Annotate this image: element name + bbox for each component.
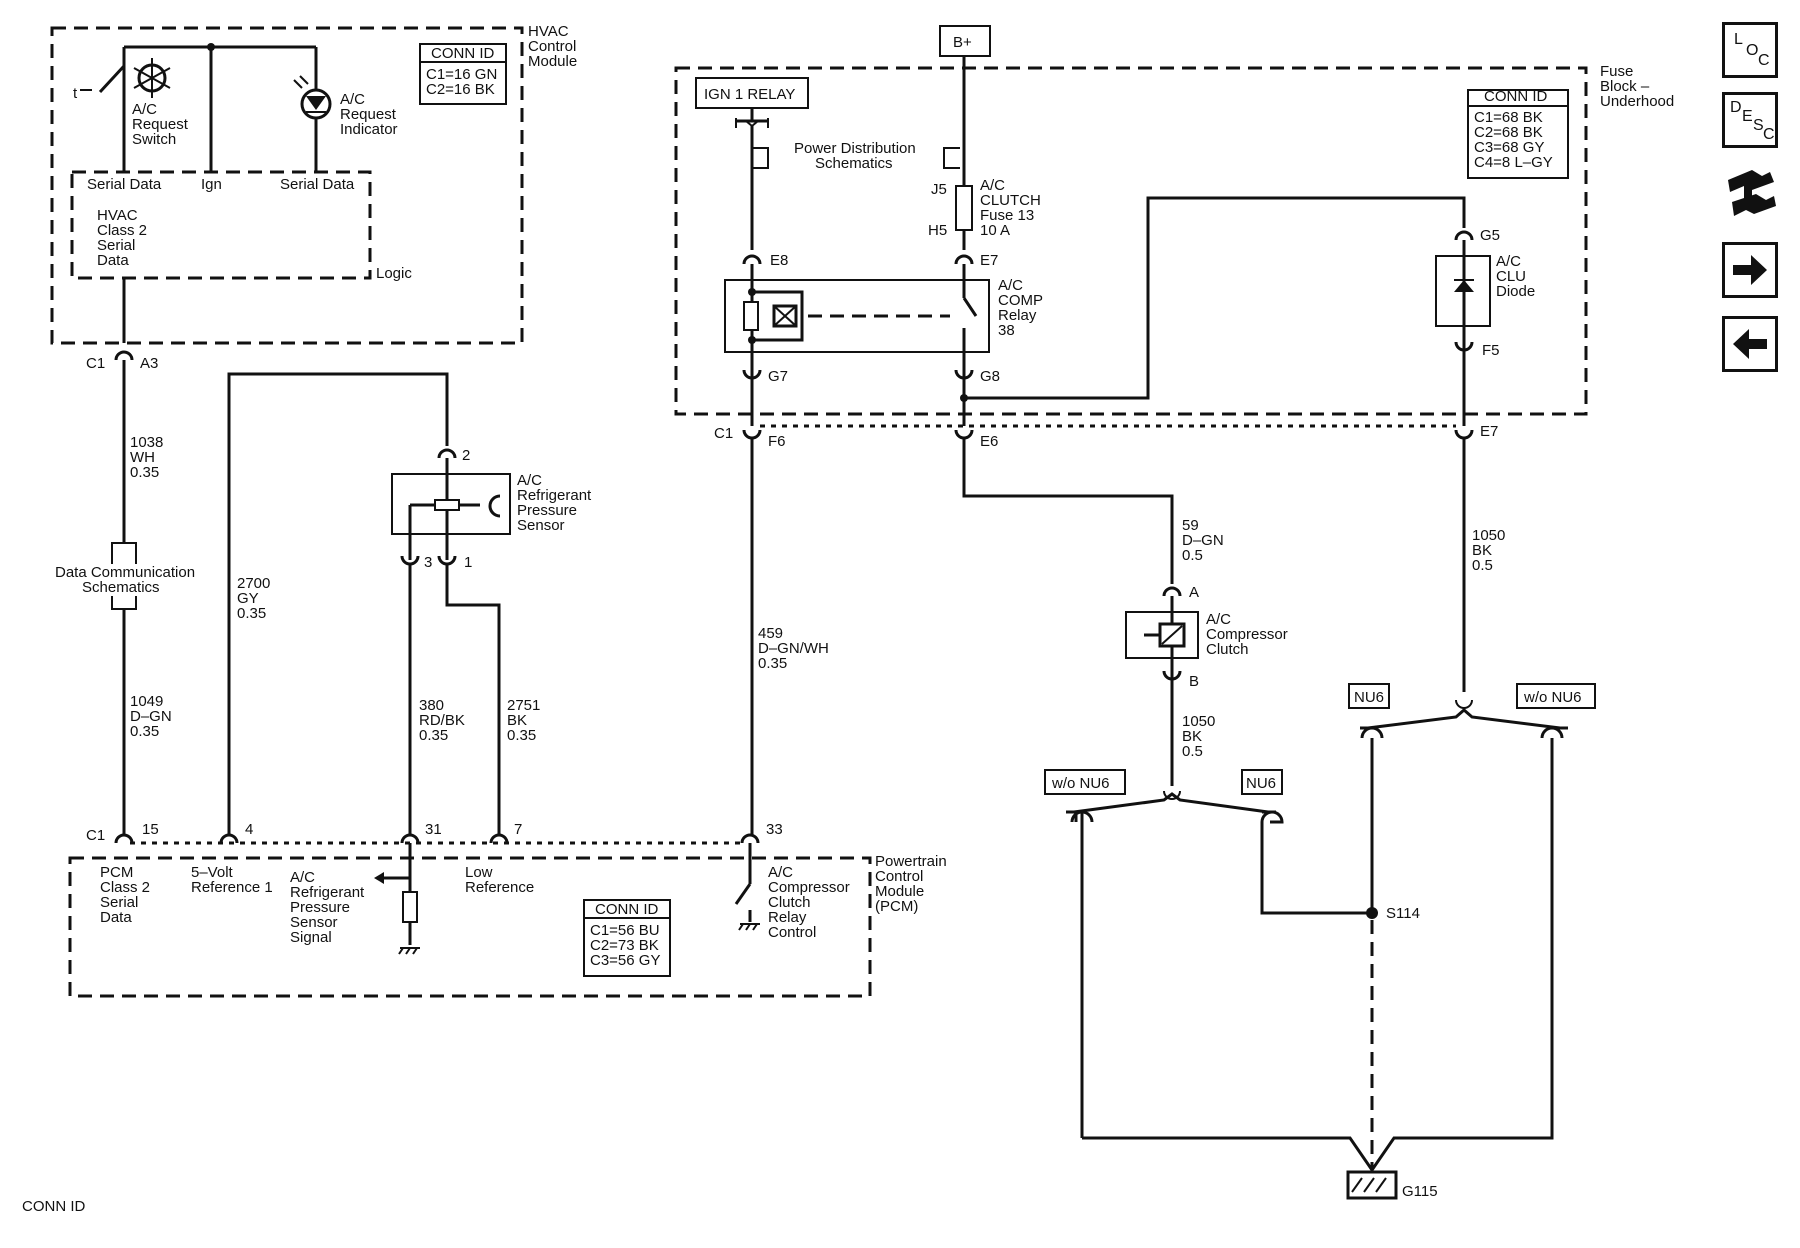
desc-letter-s: S — [1753, 117, 1764, 134]
pin-e7-top: E7 — [980, 252, 998, 269]
ign-1-relay-label: IGN 1 RELAY — [704, 86, 795, 103]
sensor-pin-1: 1 — [464, 554, 472, 571]
clutch-pin-b: B — [1189, 673, 1199, 690]
hvac-connector-c1: C1 — [86, 355, 105, 372]
pin-f6: F6 — [768, 433, 786, 450]
pcm-connector-c1: C1 — [86, 827, 105, 844]
hvac-logic-label: Logic — [376, 265, 412, 282]
ground-g115-label: G115 — [1402, 1183, 1438, 1200]
sensor-pin-2: 2 — [462, 447, 470, 464]
variant-wo-nu6-left: w/o NU6 — [1051, 775, 1110, 792]
hvac-connector-a3: A3 — [140, 355, 158, 372]
pin-e6: E6 — [980, 433, 998, 450]
indicator-lamp-icon — [293, 75, 332, 120]
fuse-j5-label: J5 — [931, 181, 947, 198]
b-plus-label: B+ — [953, 34, 972, 51]
hvac-pin-serial-data-right: Serial Data — [280, 176, 355, 193]
desc-letter-c: C — [1763, 126, 1775, 143]
ground-icon — [1346, 1170, 1398, 1200]
hvac-conn-id-title: CONN ID — [431, 45, 495, 62]
right-arrow-icon — [1733, 255, 1767, 285]
pin-g8: G8 — [980, 368, 1000, 385]
hvac-pin-ign: Ign — [201, 176, 222, 193]
loc-letter-o: O — [1746, 42, 1759, 59]
hvac-pin-serial-data-left: Serial Data — [87, 176, 162, 193]
clutch-pin-a: A — [1189, 584, 1199, 601]
variant-nu6-left: NU6 — [1246, 775, 1276, 792]
pin-g7: G7 — [768, 368, 788, 385]
next-arrow-button[interactable] — [1722, 242, 1778, 298]
pcm-pin-31: 31 — [425, 821, 442, 838]
pin-e8: E8 — [770, 252, 788, 269]
previous-arrow-button[interactable] — [1722, 316, 1778, 372]
pcm-pin-33: 33 — [766, 821, 783, 838]
variant-wo-nu6-right-top: w/o NU6 — [1523, 689, 1582, 706]
footer-conn-id: CONN ID — [22, 1198, 86, 1215]
sensor-pin-3: 3 — [424, 554, 432, 571]
loc-letter-l: L — [1734, 31, 1743, 48]
pin-f5: F5 — [1482, 342, 1500, 359]
fuse-connector-c1: C1 — [714, 425, 733, 442]
desc-letter-d: D — [1730, 99, 1742, 116]
desc-button[interactable]: D E S C — [1722, 92, 1778, 148]
pcm-pin-7: 7 — [514, 821, 522, 838]
pcm-pin-4: 4 — [245, 821, 253, 838]
variant-nu6-right-top: NU6 — [1354, 689, 1384, 706]
fuse-h5-label: H5 — [928, 222, 947, 239]
loc-button[interactable]: L O C — [1722, 22, 1778, 78]
snowflake-icon — [133, 58, 171, 98]
connector-view-icon[interactable] — [1722, 162, 1780, 224]
left-arrow-icon — [1733, 329, 1767, 359]
desc-letter-e: E — [1742, 108, 1753, 125]
pin-e7-bottom: E7 — [1480, 423, 1498, 440]
svg-text:t: t — [73, 85, 78, 102]
splice-s114-label: S114 — [1386, 905, 1420, 922]
fuse-conn-id-title: CONN ID — [1484, 88, 1548, 105]
pcm-pin-15: 15 — [142, 821, 159, 838]
pin-g5: G5 — [1480, 227, 1500, 244]
loc-letter-c: C — [1758, 52, 1770, 69]
pcm-conn-id-title: CONN ID — [595, 901, 659, 918]
